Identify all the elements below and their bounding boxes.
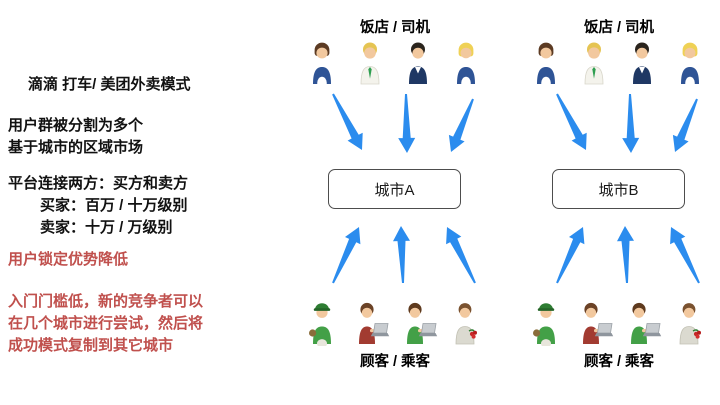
woman-brown-hair-icon: [313, 42, 331, 86]
city-box-label: 城市A: [374, 181, 415, 199]
left-text-panel: 滴滴 打车/ 美团外卖模式 用户群被分割为多个 基于城市的区域市场 平台连接两方…: [0, 0, 300, 405]
customer-icons-row: [519, 300, 719, 346]
lock-in-note: 用户锁定优势降低: [8, 251, 129, 268]
platform-sides-paragraph: 平台连接两方：买方和卖方 买家：百万 / 十万级别 卖家：十万 / 万级别: [8, 173, 188, 239]
flow-arrow: [617, 226, 634, 283]
market-split-paragraph: 用户群被分割为多个 基于城市的区域市场: [8, 115, 143, 159]
flow-arrow: [398, 94, 416, 153]
person-laptop-green-icon: [631, 302, 662, 344]
man-navy-suit-icon: [633, 42, 651, 84]
man-blond-green-tie-icon: [584, 42, 604, 85]
flow-arrow: [332, 227, 361, 284]
woman-blond-hair-icon: [681, 42, 699, 86]
market-split-line1: 用户群被分割为多个: [8, 117, 144, 134]
city-box: 城市A: [328, 169, 461, 209]
flow-arrow: [446, 227, 476, 284]
platform-sides-line: 平台连接两方：买方和卖方: [8, 175, 189, 192]
man-blond-green-tie-icon: [360, 42, 380, 85]
woman-brown-hair-icon: [537, 42, 555, 86]
flow-arrow: [672, 98, 698, 152]
city-a-diagram: 饭店 / 司机 城市A: [295, 0, 495, 405]
flow-arrow: [332, 93, 363, 150]
buyers-scale-line: 买家：百万 / 十万级别: [40, 197, 188, 214]
man-navy-suit-icon: [409, 42, 427, 84]
person-laptop-green-icon: [407, 302, 438, 344]
person-gray-flowers-icon: [679, 303, 701, 345]
flow-arrow: [556, 227, 585, 284]
entry-barrier-paragraph: 入门门槛低，新的竞争者可以 在几个城市进行尝试，然后将 成功模式复制到其它城市: [8, 291, 203, 357]
customers-label: 顾客 / 乘客: [583, 354, 655, 370]
person-laptop-red-icon: [583, 302, 614, 344]
suppliers-label: 饭店 / 司机: [583, 20, 655, 36]
entry-barrier-line2: 在几个城市进行尝试，然后将: [8, 315, 204, 332]
man-green-cap-icon: [533, 303, 555, 346]
supplier-icons-row: [295, 40, 495, 86]
flow-arrow: [622, 94, 640, 153]
city-b-diagram: 饭店 / 司机 城市B: [519, 0, 719, 405]
customers-label: 顾客 / 乘客: [359, 354, 431, 370]
entry-barrier-line1: 入门门槛低，新的竞争者可以: [8, 293, 204, 310]
woman-blond-hair-icon: [457, 42, 475, 86]
page-title: 滴滴 打车/ 美团外卖模式: [28, 76, 191, 93]
sellers-scale-line: 卖家：十万 / 万级别: [40, 219, 173, 236]
market-split-line2: 基于城市的区域市场: [8, 139, 144, 156]
city-box-label: 城市B: [598, 181, 639, 199]
flow-arrow: [448, 98, 474, 152]
supplier-icons-row: [519, 40, 719, 86]
customer-icons-row: [295, 300, 495, 346]
man-green-cap-icon: [309, 303, 331, 346]
city-box: 城市B: [552, 169, 685, 209]
entry-barrier-line3: 成功模式复制到其它城市: [8, 337, 174, 354]
person-gray-flowers-icon: [455, 303, 477, 345]
suppliers-label: 饭店 / 司机: [359, 20, 431, 36]
flow-arrow: [670, 227, 700, 284]
person-laptop-red-icon: [359, 302, 390, 344]
flow-arrow: [393, 226, 410, 283]
flow-arrow: [556, 93, 587, 150]
